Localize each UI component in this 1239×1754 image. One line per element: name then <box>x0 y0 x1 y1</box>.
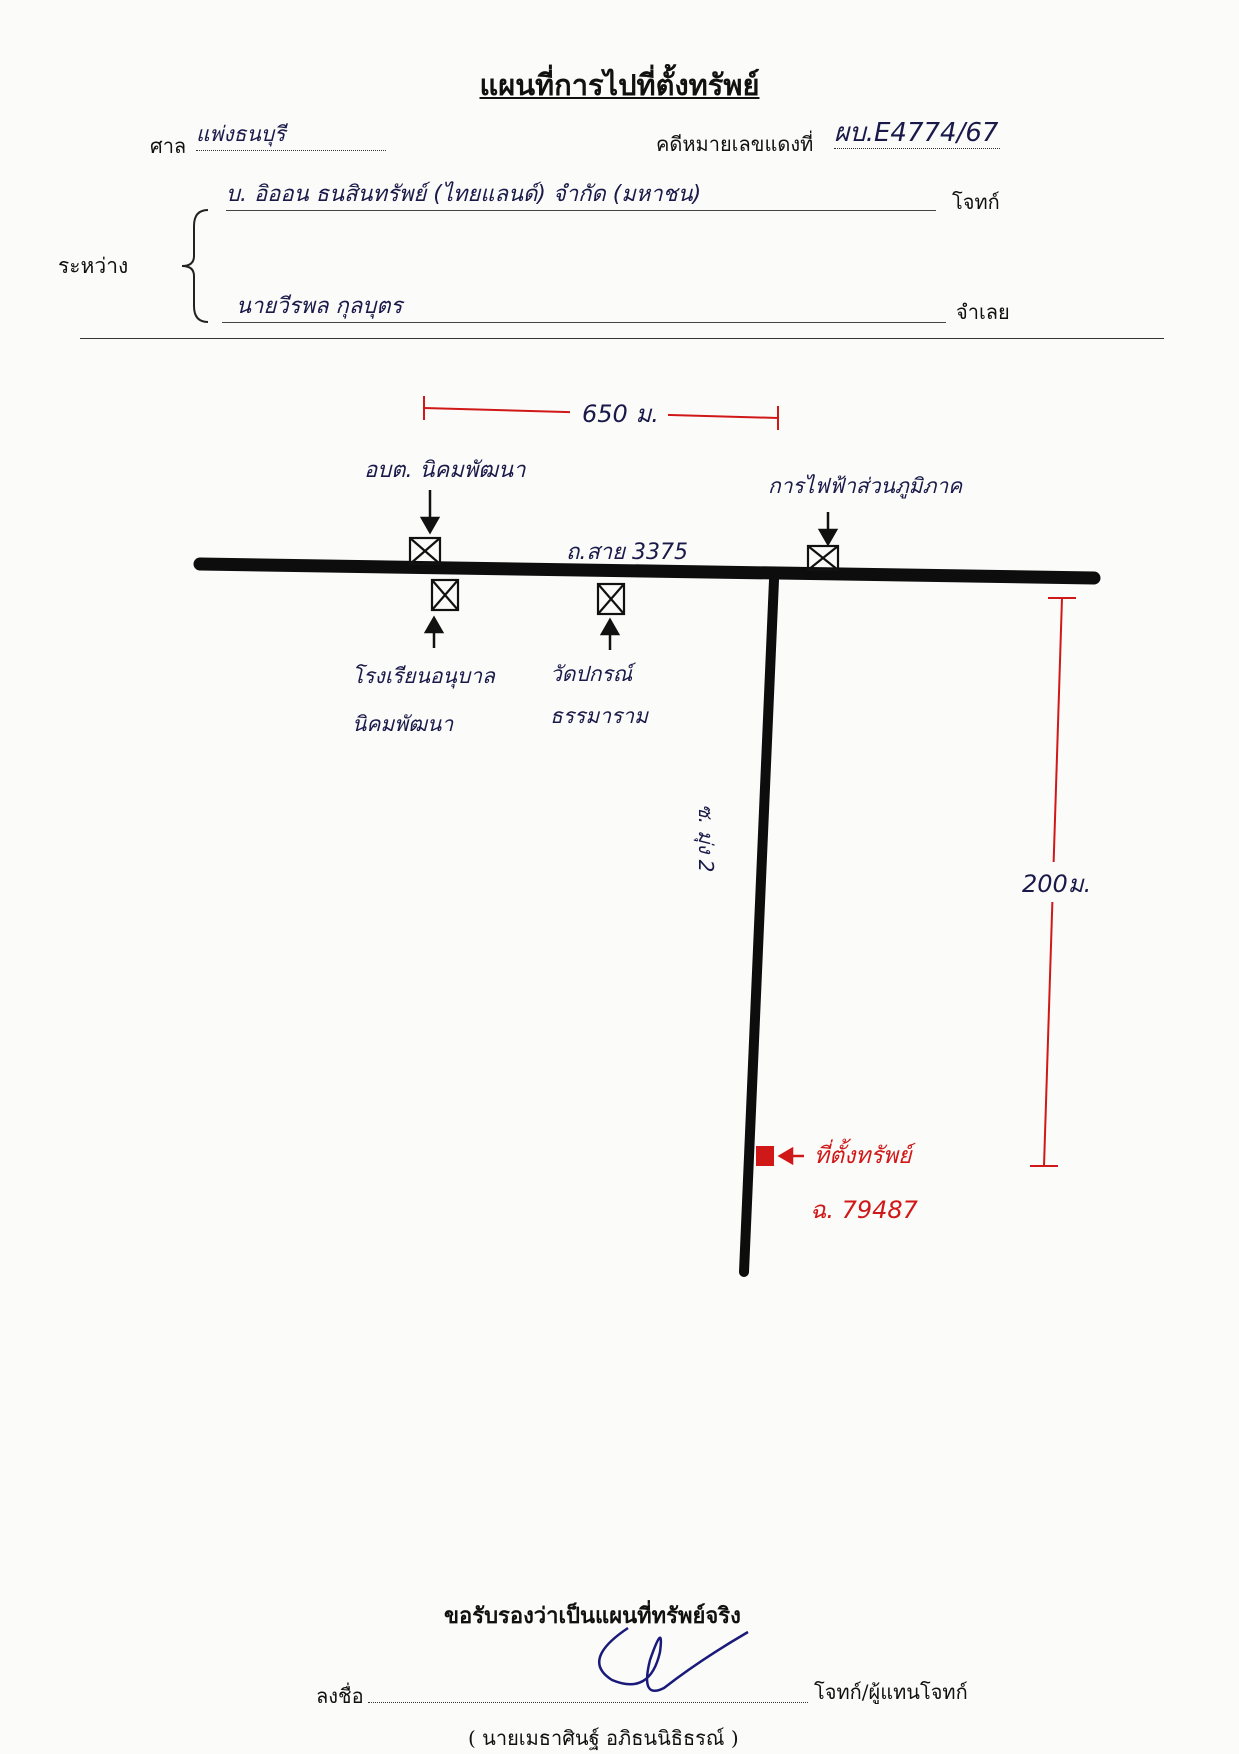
landmark-obt: อบต. นิคมพัฒนา <box>364 458 526 483</box>
landmark-school-line1: โรงเรียนอนุบาล <box>352 664 495 688</box>
arrow-temple <box>599 617 621 650</box>
plaintiff-value: บ. อิออน ธนสินทรัพย์ (ไทยแลนด์) จำกัด (ม… <box>226 182 702 207</box>
page-title: แผนที่การไปที่ตั้งทรัพย์ <box>479 68 760 102</box>
certify-text: ขอรับรองว่าเป็นแผนที่ทรัพย์จริง <box>444 1603 741 1629</box>
plaintiff-line: บ. อิออน ธนสินทรัพย์ (ไทยแลนด์) จำกัด (ม… <box>226 176 936 211</box>
between-label: ระหว่าง <box>58 254 129 278</box>
landmark-temple-line1: วัดปกรณ์ <box>550 662 633 686</box>
case-value: ผบ.E4774/67 <box>834 118 999 148</box>
property-label-line2: ฉ. 79487 <box>810 1196 918 1224</box>
case-label: คดีหมายเลขแดงที่ <box>656 132 814 156</box>
distance-side-gap <box>1018 862 1108 902</box>
court-field: แพ่งธนบุรี <box>196 118 386 151</box>
main-road <box>193 557 1101 585</box>
court-value: แพ่งธนบุรี <box>196 122 286 146</box>
marker-school <box>430 578 460 612</box>
brace <box>181 209 209 323</box>
distance-top-gap <box>570 392 668 426</box>
road-side-label: ซ. มุ่ง 2 <box>694 804 718 873</box>
case-field: ผบ.E4774/67 <box>834 112 1000 149</box>
header-divider <box>80 338 1164 339</box>
arrow-pea <box>817 512 839 547</box>
defendant-line: นายวีรพล กุลบุตร <box>222 288 946 323</box>
defendant-label: จำเลย <box>956 300 1010 324</box>
plaintiff-label: โจทก์ <box>952 190 1000 214</box>
arrow-property <box>777 1146 804 1166</box>
side-road <box>739 575 779 1277</box>
defendant-value: นายวีรพล กุลบุตร <box>236 294 403 319</box>
distance-top-label: 650 ม. <box>582 400 659 428</box>
court-label: ศาล <box>150 134 187 158</box>
landmark-school-line2: นิคมพัฒนา <box>352 712 454 736</box>
road-main-label: ถ.สาย 3375 <box>566 540 688 565</box>
distance-side-label: 200ม. <box>1022 870 1092 898</box>
property-label-line1: ที่ตั้งทรัพย์ <box>814 1143 912 1169</box>
landmark-pea: การไฟฟ้าส่วนภูมิภาค <box>768 474 963 498</box>
property-marker <box>756 1146 774 1166</box>
sign-role: โจทก์/ผู้แทนโจทก์ <box>814 1680 968 1704</box>
marker-pea <box>806 544 840 572</box>
marker-temple <box>596 582 626 616</box>
arrow-obt <box>419 490 441 535</box>
sign-label: ลงชื่อ <box>316 1684 364 1708</box>
sign-line <box>368 1676 808 1703</box>
marker-obt <box>408 536 442 566</box>
signer-name: ( นายเมธาศินฐ์ อภิธนนิธิธรณ์ ) <box>468 1726 739 1750</box>
signature-mark <box>597 1626 749 1692</box>
landmark-temple-line2: ธรรมาราม <box>550 704 648 728</box>
arrow-school <box>423 615 445 648</box>
